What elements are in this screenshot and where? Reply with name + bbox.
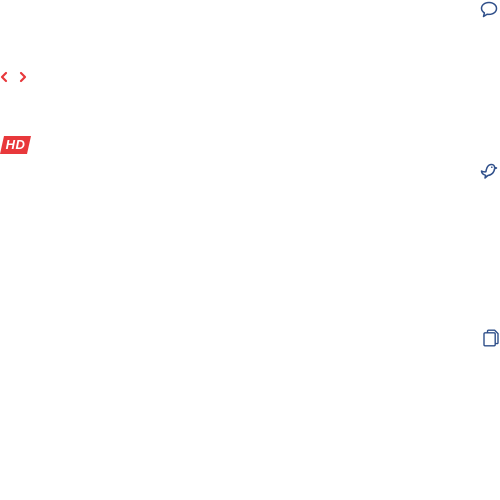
- hd-badge-label: HD: [5, 137, 26, 152]
- comment-icon[interactable]: [479, 0, 499, 20]
- bird-icon[interactable]: [479, 161, 499, 181]
- hd-badge[interactable]: HD: [0, 136, 31, 154]
- hd-badge-shape: [0, 136, 31, 154]
- copy-icon[interactable]: [482, 328, 500, 348]
- code-brackets-icon[interactable]: [0, 70, 28, 84]
